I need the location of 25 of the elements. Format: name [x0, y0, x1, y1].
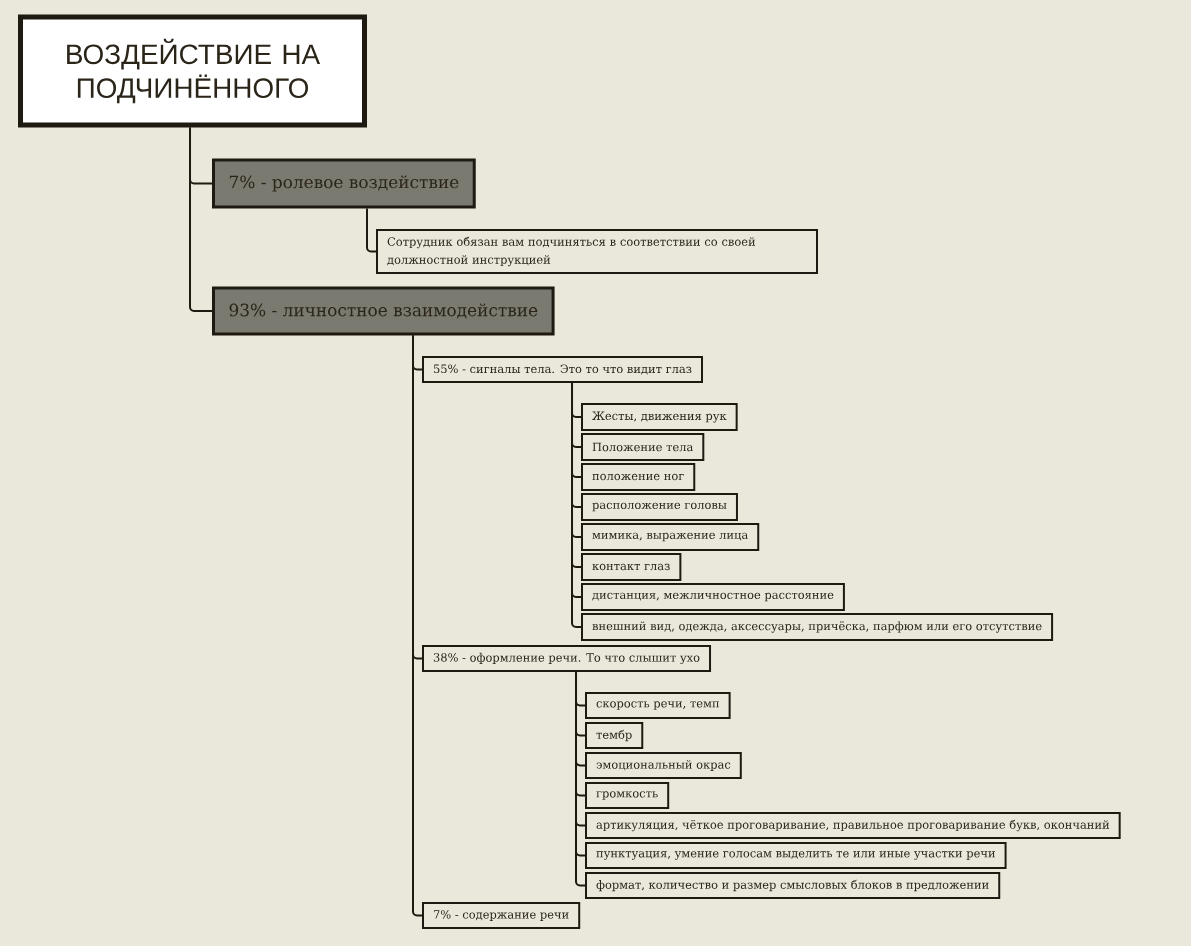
item-box: внешний вид, одежда, аксессуары, причёска, парфюм или его отсутствие	[581, 613, 1054, 641]
item-box: артикуляция, чёткое проговаривание, правильное проговаривание букв, окончаний	[585, 812, 1121, 839]
item-box: пунктуация, умение голосам выделить те или иные участки речи	[585, 842, 1007, 869]
item-box: Положение тела	[581, 433, 705, 461]
root-box: ВОЗДЕЙСТВИЕ НА ПОДЧИНЁННОГО	[18, 14, 367, 128]
connector-line	[366, 207, 377, 253]
item-box: формат, количество и размер смысловых блоков в предложении	[585, 872, 1001, 899]
item-box: 55% - сигналы тела. Это то что видит глаз	[422, 356, 703, 383]
item-box: 38% - оформление речи. То что слышит ухо	[422, 645, 712, 672]
connector-line	[412, 334, 423, 917]
item-box: Жесты, движения рук	[581, 403, 738, 431]
note-box: Сотрудник обязан вам подчиняться в соответствии со своей должностной инструкцией	[376, 229, 818, 274]
topic-box: 7% - ролевое воздействие	[212, 158, 476, 209]
topic-box: 93% - личностное взаимодействие	[212, 286, 555, 336]
item-box: эмоциональный окрас	[585, 752, 742, 779]
item-box: дистанция, межличностное расстояние	[581, 583, 845, 611]
item-box: расположение головы	[581, 493, 738, 521]
connector-line	[189, 126, 213, 312]
item-box: контакт глаз	[581, 553, 682, 581]
item-box: тембр	[585, 722, 644, 749]
item-box: мимика, выражение лица	[581, 523, 760, 551]
item-box: положение ног	[581, 463, 696, 491]
item-box: 7% - содержание речи	[422, 902, 581, 929]
item-box: скорость речи, темп	[585, 692, 731, 719]
item-box: громкость	[585, 782, 670, 809]
